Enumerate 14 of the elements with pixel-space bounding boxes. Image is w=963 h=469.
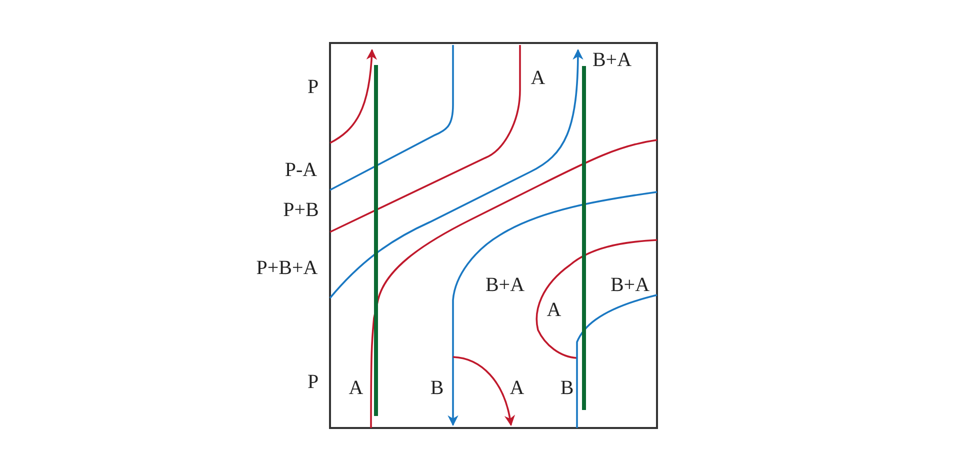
curve-label: B+A (592, 50, 632, 70)
curve-label: A (546, 300, 562, 320)
curve-label: P (307, 77, 319, 97)
curve-label: A (530, 68, 546, 88)
curve-label: P+B+A (256, 258, 318, 278)
curve-label: A (348, 378, 364, 398)
curve-label: B+A (610, 275, 650, 295)
curve-label: B+A (485, 275, 525, 295)
curve-label: P-A (284, 160, 318, 180)
curve-label: B (430, 378, 444, 398)
curve-label: P+B (283, 200, 319, 220)
curve-label: P (307, 372, 319, 392)
curve-label: B (560, 378, 574, 398)
curve-label: A (510, 378, 524, 398)
